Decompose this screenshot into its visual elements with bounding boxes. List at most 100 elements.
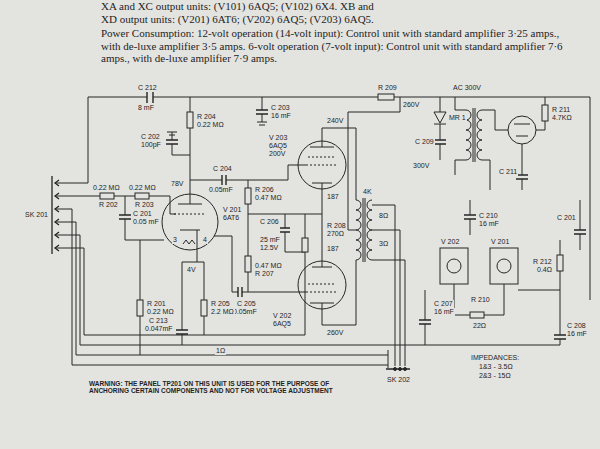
component-label: 0.47 MΩ xyxy=(254,262,283,270)
component-label: 16 mF xyxy=(270,112,292,120)
component-label: 0.05 mF xyxy=(132,218,160,226)
component-label: 3 xyxy=(172,236,178,244)
component-label: C 202 xyxy=(140,133,161,141)
component-label: V 202 xyxy=(272,312,292,320)
component-label: 1&3 - 3.5Ω xyxy=(478,363,514,371)
resistor-symbol xyxy=(557,255,563,271)
component-label: R 208 xyxy=(326,222,347,230)
resistor-symbol xyxy=(135,193,149,199)
component-label: 4.7KΩ xyxy=(551,114,573,122)
valve-envelope xyxy=(508,116,536,144)
resistor-symbol xyxy=(378,94,394,100)
resistor-symbol xyxy=(542,105,548,121)
component-label: 100pF xyxy=(140,141,162,149)
valve-envelope xyxy=(298,261,346,309)
header-text: XA and XC output units: (V101) 6AQ5; (V1… xyxy=(100,0,375,12)
resistor-symbol xyxy=(470,312,484,318)
component-label: C 209 xyxy=(414,138,435,146)
component-label: 187 xyxy=(326,245,340,253)
component-label: 25 mF xyxy=(259,236,281,244)
socket-pin xyxy=(399,368,402,371)
component-label: R 201 xyxy=(146,300,167,308)
component-label: 200V xyxy=(268,150,286,158)
component-label: R 210 xyxy=(470,296,491,304)
vibrator-unit xyxy=(490,248,518,284)
socket-pin xyxy=(394,368,397,371)
component-label: 8 mF xyxy=(137,104,155,112)
component-label: 270Ω xyxy=(326,230,345,238)
component-label: 8Ω xyxy=(378,212,389,220)
resistor-symbol xyxy=(137,300,143,316)
component-label: 2&3 - 15Ω xyxy=(478,372,512,380)
component-label: 260V xyxy=(402,101,420,109)
transformer-winding xyxy=(356,110,482,260)
component-label: R 205 xyxy=(210,300,231,308)
header-text: XD output units: (V201) 6AT6; (V202) 6AQ… xyxy=(100,13,375,25)
component-label: 300V xyxy=(412,162,430,170)
component-label: 1Ω xyxy=(215,347,226,355)
vibrator-unit xyxy=(440,248,468,284)
component-label: 0.22 MΩ xyxy=(92,184,121,192)
wire xyxy=(55,97,590,368)
component-label: R 202 xyxy=(98,201,119,209)
component-label: 240V xyxy=(326,117,344,125)
component-label: R 212 xyxy=(532,258,553,266)
component-label: 4K xyxy=(362,188,373,196)
component-label: 187 xyxy=(326,193,340,201)
ground-symbol xyxy=(167,122,267,135)
component-label: 4V xyxy=(186,266,197,274)
component-label: C 210 xyxy=(478,212,499,220)
component-label: 12.5V xyxy=(259,244,279,252)
component-label: R 209 xyxy=(377,84,398,92)
component-label: C 212 xyxy=(137,84,158,92)
socket-pin xyxy=(404,368,407,371)
component-label: R 211 xyxy=(551,106,571,114)
component-label: C 203 xyxy=(270,104,291,112)
component-label: C 206 xyxy=(259,218,280,226)
valve-electrodes xyxy=(178,124,530,303)
component-label: C 213 xyxy=(148,317,169,325)
component-label: 16 mF xyxy=(566,330,588,338)
component-label: C 205 xyxy=(236,300,257,308)
component-label: C 211 xyxy=(498,168,518,176)
component-label: 0.22 MΩ xyxy=(196,121,225,129)
component-label: 0.22 MΩ xyxy=(146,308,175,316)
capacitor-symbol xyxy=(119,91,586,339)
vibrator-contact xyxy=(447,259,461,273)
valve-envelope xyxy=(162,194,218,250)
component-label: 16 mF xyxy=(478,220,500,228)
component-label: 6AQ5 xyxy=(272,320,292,328)
resistor-symbol xyxy=(201,300,207,316)
valve-grid xyxy=(174,157,338,292)
component-label: 78V xyxy=(170,180,184,188)
component-label: V 201 xyxy=(222,206,242,214)
component-label: V 202 xyxy=(440,238,460,246)
component-label: 0.22 MΩ xyxy=(128,184,157,192)
component-label: MR 1 xyxy=(448,114,467,122)
component-label: 0.05mF xyxy=(232,308,258,316)
resistor-symbol xyxy=(100,193,114,199)
component-label: 0.4Ω xyxy=(536,266,553,274)
resistor-symbol xyxy=(302,238,308,252)
vibrator-contact xyxy=(497,259,511,273)
component-label: R 207 xyxy=(254,270,275,278)
component-label: SK 201 xyxy=(24,211,49,219)
transformer-core xyxy=(363,108,475,262)
component-label: 6AT6 xyxy=(222,214,240,222)
component-label: 3Ω xyxy=(378,240,389,248)
component-label: R 206 xyxy=(254,186,275,194)
component-label: R 204 xyxy=(196,113,217,121)
component-label: 260V xyxy=(326,329,344,337)
rectifier-symbol xyxy=(434,112,446,124)
component-label: C 204 xyxy=(212,165,233,173)
component-label: 16 mF xyxy=(433,308,455,316)
component-label: 4 xyxy=(202,236,208,244)
resistor-symbol xyxy=(245,256,251,272)
socket-symbol xyxy=(52,176,410,369)
component-label: V 203 xyxy=(268,134,288,142)
component-label: C 201 xyxy=(132,210,153,218)
component-label: R 203 xyxy=(134,201,155,209)
resistor-symbol xyxy=(245,188,251,204)
